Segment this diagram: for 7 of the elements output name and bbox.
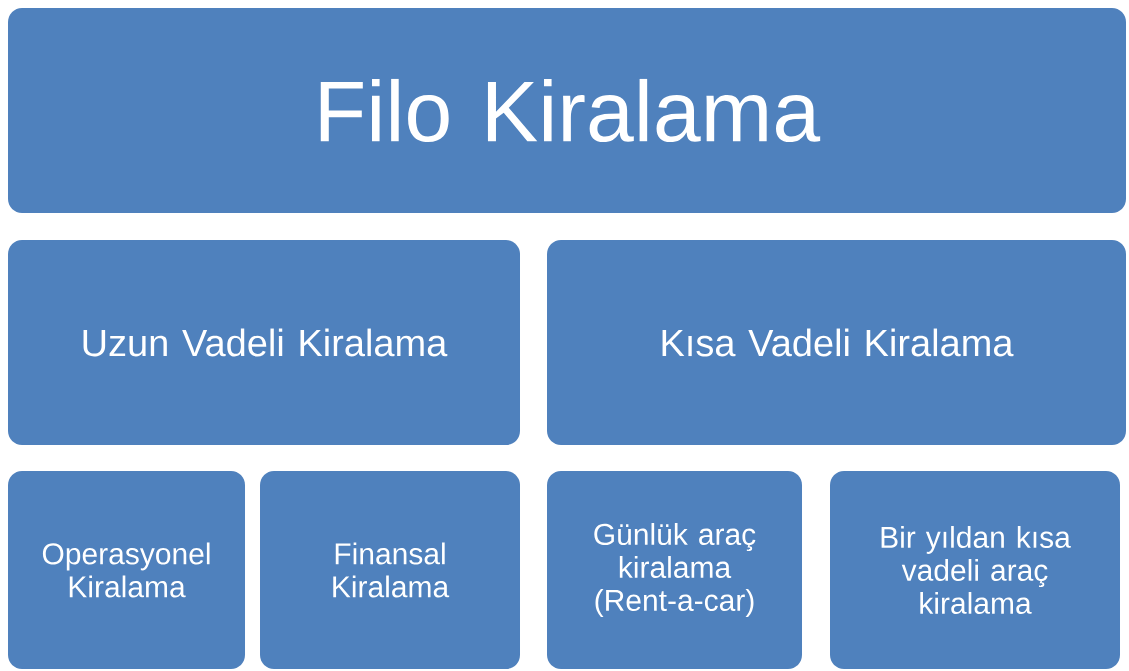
category-box: Günlük araç kiralama (Rent-a-car) [547, 471, 802, 669]
category-box: Uzun Vadeli Kiralama [8, 240, 520, 445]
category-box: Finansal Kiralama [260, 471, 520, 669]
category-box: Bir yıldan kısa vadeli araç kiralama [830, 471, 1120, 669]
title-box: Filo Kiralama [8, 8, 1126, 213]
category-box: Kısa Vadeli Kiralama [547, 240, 1126, 445]
category-box: Operasyonel Kiralama [8, 471, 245, 669]
